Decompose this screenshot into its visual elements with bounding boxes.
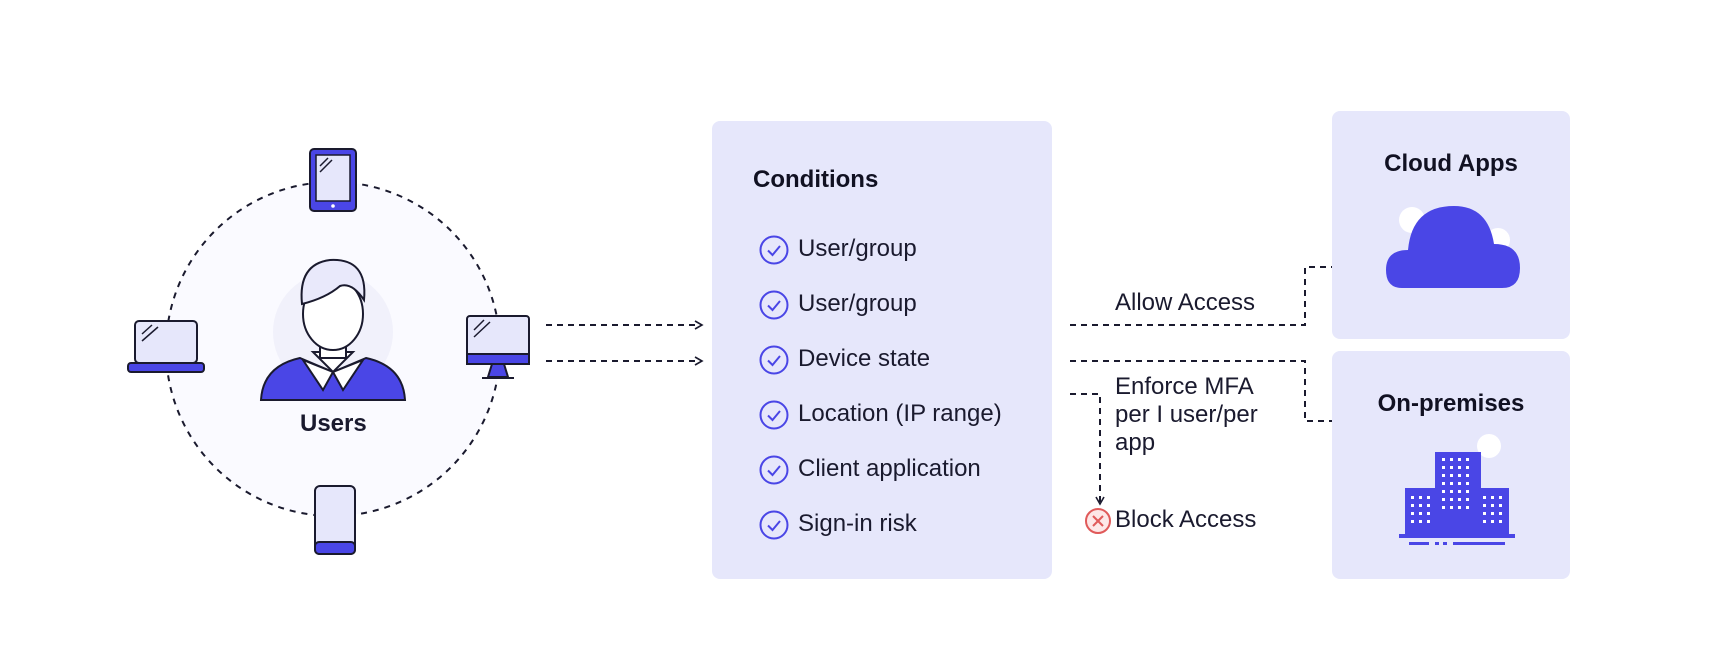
conditions-title: Conditions — [753, 166, 879, 193]
conditions-panel — [712, 121, 1052, 579]
condition-item-device-state: Device state — [798, 345, 931, 372]
tablet-icon — [309, 148, 357, 212]
cloud-icon — [1386, 206, 1520, 288]
on-premises-title: On-premises — [1377, 390, 1525, 417]
monitor-icon — [466, 315, 530, 379]
check-circle-icon — [759, 510, 789, 540]
laptop-icon — [127, 320, 205, 373]
check-circle-icon — [759, 235, 789, 265]
cloud-apps-title: Cloud Apps — [1384, 150, 1518, 177]
allow-access-label: Allow Access — [1115, 289, 1256, 316]
condition-item-user-group: User/group — [798, 235, 917, 262]
block-access-label: Block Access — [1115, 506, 1257, 533]
user-avatar-icon — [259, 258, 407, 401]
users-label: Users — [300, 410, 367, 437]
check-circle-icon — [759, 290, 789, 320]
check-circle-icon — [759, 455, 789, 485]
x-circle-icon — [1085, 508, 1111, 534]
condition-item-user-group-2: User/group — [798, 290, 917, 317]
building-icon — [1399, 434, 1515, 545]
enforce-mfa-label: Enforce MFA per I user/per app — [1115, 373, 1258, 456]
condition-item-client-application: Client application — [798, 455, 981, 482]
phone-icon — [314, 485, 356, 555]
block-access-arrow — [1070, 393, 1105, 506]
condition-item-location: Location (IP range) — [798, 400, 1002, 427]
allow-access-arrow — [1070, 262, 1343, 326]
check-circle-icon — [759, 400, 789, 430]
condition-item-sign-in-risk: Sign-in risk — [798, 510, 917, 537]
enforce-mfa-arrow — [1070, 360, 1343, 426]
check-circle-icon — [759, 345, 789, 375]
